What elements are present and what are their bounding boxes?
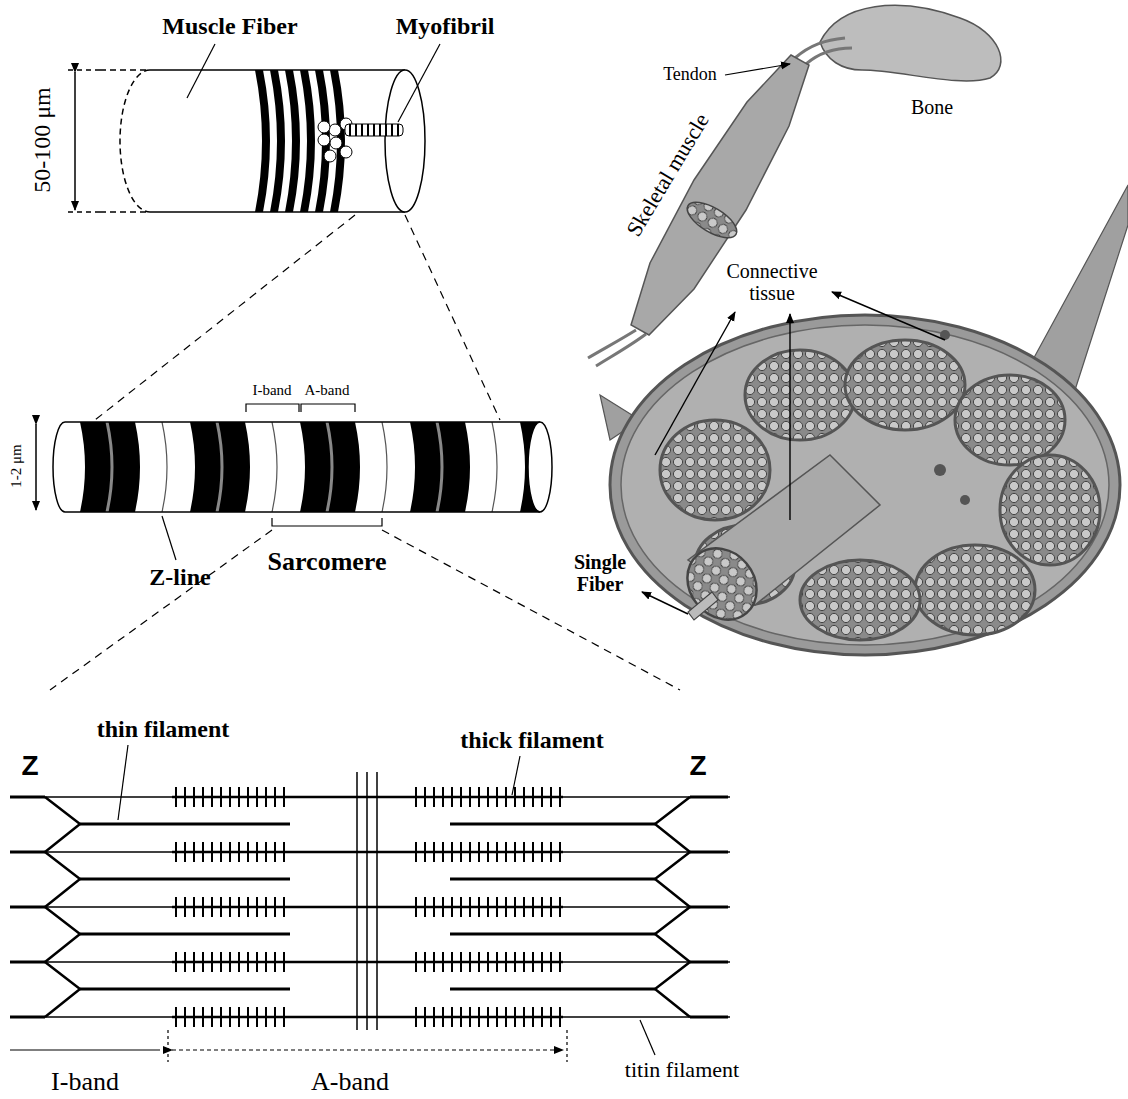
myofibril <box>318 118 403 162</box>
muscle-cut <box>682 195 742 244</box>
leader-line <box>512 756 520 795</box>
part-label: Muscle Fiber <box>162 13 297 39</box>
sarcomere-filaments <box>10 772 730 1030</box>
bone <box>820 5 1001 81</box>
dimension-arrow <box>68 70 100 212</box>
tendon <box>588 38 852 366</box>
dimension-label: 50-100 μm <box>29 87 55 193</box>
leader-line <box>187 44 215 98</box>
dimension-label: 1-2 μm <box>8 444 25 487</box>
z-label: Z <box>689 751 706 782</box>
myofibril-cylinder <box>53 422 607 512</box>
leader-line <box>162 516 176 560</box>
dimension-arrow <box>35 424 37 510</box>
leader-line <box>118 745 128 820</box>
muscle-fiber-cylinder <box>100 70 425 212</box>
part-label: Skeletal muscle <box>622 109 714 240</box>
leader-arrows <box>642 292 945 614</box>
leader-line <box>640 1020 655 1055</box>
part-label: Tendon <box>663 65 717 85</box>
zoom-lines <box>50 215 680 690</box>
part-label: thick filament <box>460 727 603 753</box>
band-label: I-band <box>252 382 291 399</box>
part-label: Bone <box>911 96 953 118</box>
z-label: Z <box>21 751 38 782</box>
band-dimensions <box>10 1030 567 1062</box>
part-label: Sarcomere <box>268 548 387 577</box>
band-brackets <box>246 404 382 526</box>
fiber-striations <box>255 70 345 212</box>
band-label: A-band <box>311 1067 389 1096</box>
leader-arrow <box>725 64 790 75</box>
myofibril-striations <box>350 124 398 136</box>
part-label: titin filament <box>625 1058 739 1082</box>
band-label: A-band <box>305 382 350 399</box>
part-label: Z-line <box>149 564 210 590</box>
part-label: Myofibril <box>396 13 495 39</box>
leader-line <box>398 44 440 122</box>
part-label: thin filament <box>97 716 230 742</box>
part-label: Connective tissue <box>717 260 827 304</box>
band-label: I-band <box>51 1067 119 1096</box>
part-label: Single Fiber <box>565 551 635 595</box>
muscle-cross-section <box>600 185 1128 655</box>
